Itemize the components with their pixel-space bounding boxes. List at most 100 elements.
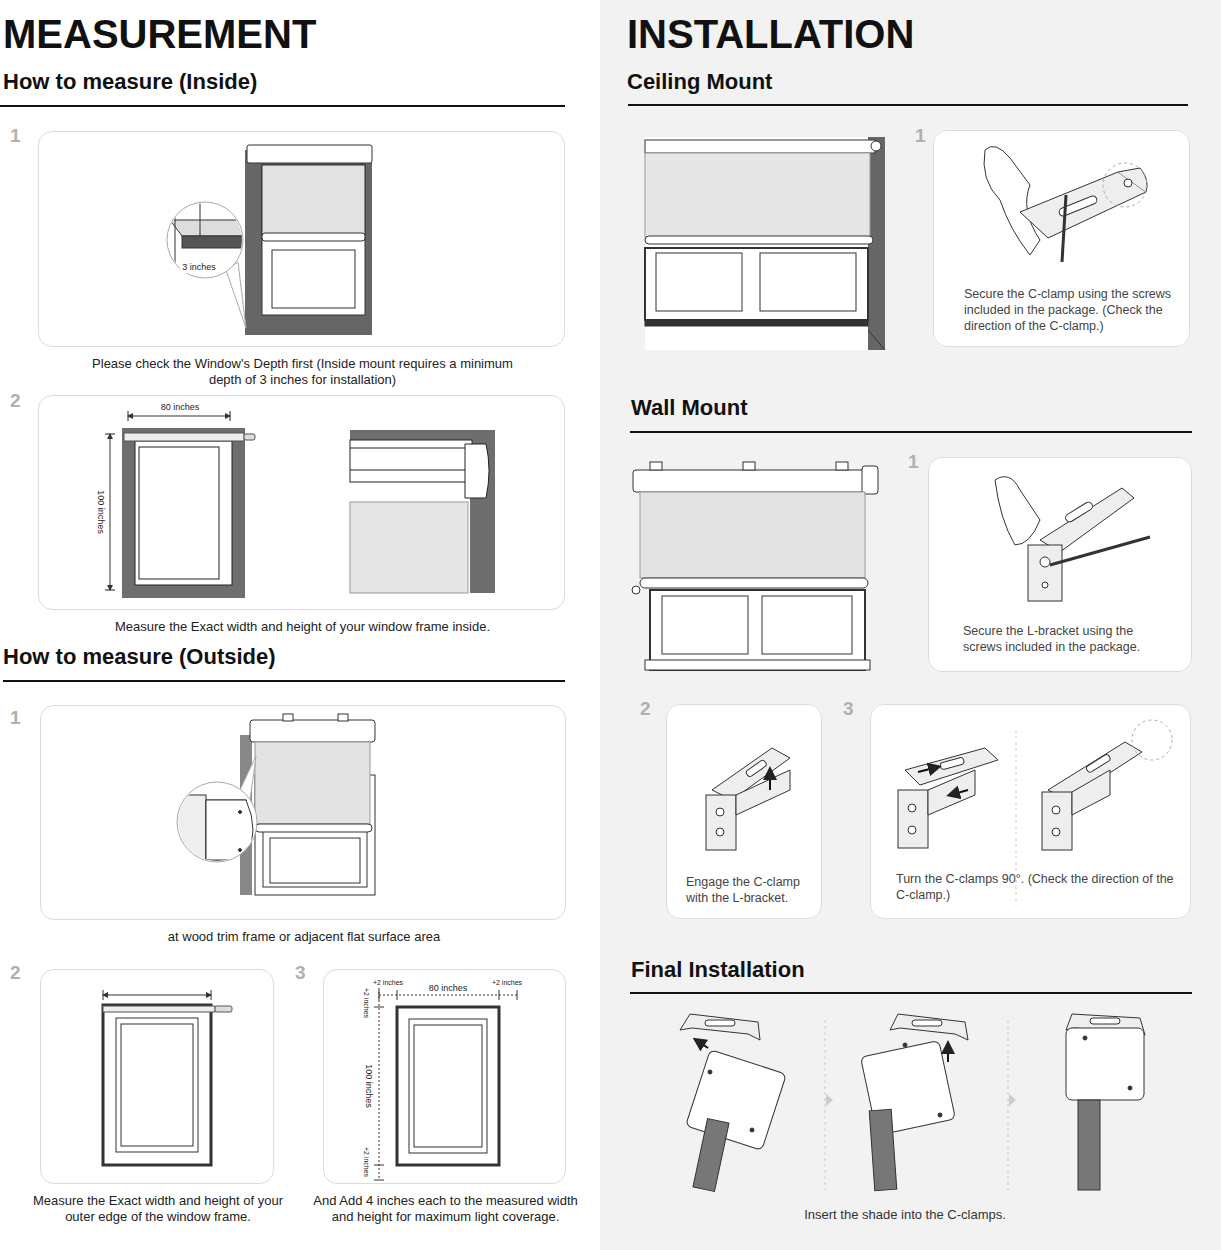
engage-clamp-figure	[706, 748, 790, 850]
section-heading: How to measure (Outside)	[3, 645, 276, 669]
final-install-figure-part	[696, 1040, 708, 1048]
outer-frame-figure-part	[103, 1006, 215, 1012]
window-depth-figure-part	[262, 165, 365, 315]
outside-mount-figure-part	[270, 838, 360, 883]
section-rule-part	[630, 431, 1192, 433]
step-caption: Secure the L-bracket using the screws in…	[963, 623, 1163, 655]
engage-clamp-figure-part	[716, 808, 724, 816]
window-depth-figure	[167, 145, 372, 335]
step-number: 2	[10, 963, 21, 984]
ceiling-mount-figure-part	[645, 236, 873, 244]
step-number: 1	[10, 708, 21, 729]
l-bracket-screw-figure-part	[1064, 501, 1094, 524]
outer-frame-figure-part	[103, 1005, 211, 1165]
c-clamp-screw-figure-part	[984, 146, 1040, 255]
step-number: 3	[843, 699, 854, 720]
plus-margin-figure-part	[379, 988, 380, 1180]
engage-clamp-figure-part	[706, 795, 736, 850]
engage-clamp-figure-part	[716, 828, 724, 836]
outer-frame-figure-part	[103, 990, 104, 1000]
caption: Insert the shade into the C-clamps.	[804, 1208, 1006, 1222]
final-install-figure-part	[1078, 1100, 1100, 1190]
section-title: MEASUREMENT	[3, 12, 316, 56]
wall-mount-figure-part	[650, 462, 662, 470]
plus-margin-figure-part	[409, 1019, 487, 1153]
section-title: INSTALLATION	[627, 12, 914, 56]
window-depth-figure-part-part	[182, 236, 262, 248]
outside-mount-figure-part-part	[239, 849, 242, 852]
outside-mount-figure-part	[255, 742, 370, 824]
section-rule-part	[0, 105, 565, 107]
section-heading: Wall Mount	[631, 396, 748, 420]
window-depth-figure-part	[262, 233, 365, 241]
inside-frame-figure-part	[465, 444, 489, 498]
final-install-figure-part	[947, 1044, 949, 1062]
final-install-figure-part	[1009, 1094, 1016, 1106]
outside-mount-figure-part-part	[176, 795, 206, 865]
wall-mount-figure-part	[650, 590, 865, 670]
ceiling-mount-figure-part	[645, 320, 868, 326]
wall-mount-figure-part	[645, 660, 870, 670]
section-rule	[0, 105, 1192, 993]
inside-frame-figure-part	[128, 411, 129, 421]
ceiling-mount-figure-part	[871, 141, 881, 151]
dimension-label: 80 inches	[427, 984, 470, 994]
inside-frame-figure-part	[105, 434, 115, 435]
inside-frame-figure-part	[139, 447, 219, 579]
wall-mount-figure-part	[662, 596, 748, 654]
step-number: 3	[295, 963, 306, 984]
turn-clamp-figure-part	[1132, 720, 1172, 760]
step-caption: Please check the Window's Depth first (I…	[83, 356, 523, 388]
step-caption: Secure the C-clamp using the screws incl…	[964, 286, 1186, 334]
dimension-label: 100 inches	[363, 1062, 373, 1110]
final-install-figure-part	[825, 1020, 826, 1190]
wall-mount-figure	[632, 462, 878, 670]
step-panel: Engage the C-clamp with the L-bracket.	[666, 704, 822, 919]
plus-margin-figure-part	[374, 1165, 384, 1166]
final-install-figure-part	[826, 1094, 833, 1106]
c-clamp-screw-figure-part	[1124, 179, 1132, 187]
outer-frame-figure-part	[103, 995, 211, 996]
final-install-figure-part	[693, 1118, 729, 1191]
turn-clamp-figure-part	[898, 790, 928, 848]
step-number: 2	[640, 699, 651, 720]
step-panel: at wood trim frame or adjacent flat surf…	[40, 705, 566, 920]
c-clamp-screw-figure-part	[1103, 163, 1147, 207]
outside-mount-figure-part-part	[190, 865, 260, 866]
step-panel: Please check the Window's Depth first (I…	[38, 131, 565, 347]
section-rule-part	[628, 104, 1188, 106]
ceiling-mount-figure-part	[656, 253, 742, 311]
step-panel: Measure the Exact width and height of yo…	[38, 395, 565, 610]
wall-mount-figure-part	[632, 586, 640, 594]
step-caption: at wood trim frame or adjacent flat surf…	[84, 929, 524, 945]
final-install-figure-part	[890, 1014, 968, 1040]
outer-frame-figure-part	[211, 990, 212, 1000]
window-depth-figure-part	[170, 200, 262, 275]
section-heading: Final Installation	[631, 958, 805, 982]
l-bracket-screw-figure	[995, 477, 1150, 601]
inside-frame-figure-part	[110, 434, 111, 590]
l-bracket-screw-figure-part	[1040, 488, 1134, 552]
outside-mount-figure	[176, 714, 375, 895]
c-clamp-screw-figure	[984, 146, 1147, 262]
final-install-figure-part	[686, 1050, 787, 1151]
l-bracket-screw-figure-part	[1040, 557, 1050, 567]
background-part	[600, 0, 1221, 1250]
plus-margin-figure-part	[499, 990, 500, 1000]
inside-frame-figure-part	[124, 433, 244, 441]
ceiling-mount-figure-part	[868, 330, 885, 350]
final-install-figure-part	[1008, 1020, 1009, 1190]
dimension-label: +2 inches	[490, 979, 524, 987]
outside-mount-figure-part	[176, 795, 260, 865]
step-panel: Turn the C-clamps 90°. (Check the direct…	[870, 704, 1191, 919]
plus-margin-figure-part	[517, 990, 518, 1000]
step-number: 1	[915, 126, 926, 147]
final-install-figure	[680, 1014, 1145, 1192]
ceiling-mount-figure-part	[760, 253, 856, 311]
wall-mount-figure-part	[743, 462, 755, 470]
turn-clamp-figure-part	[1072, 770, 1110, 815]
window-depth-figure-part	[245, 150, 372, 335]
l-bracket-screw-figure-part	[1042, 582, 1048, 588]
final-install-figure-part	[1128, 1086, 1132, 1090]
